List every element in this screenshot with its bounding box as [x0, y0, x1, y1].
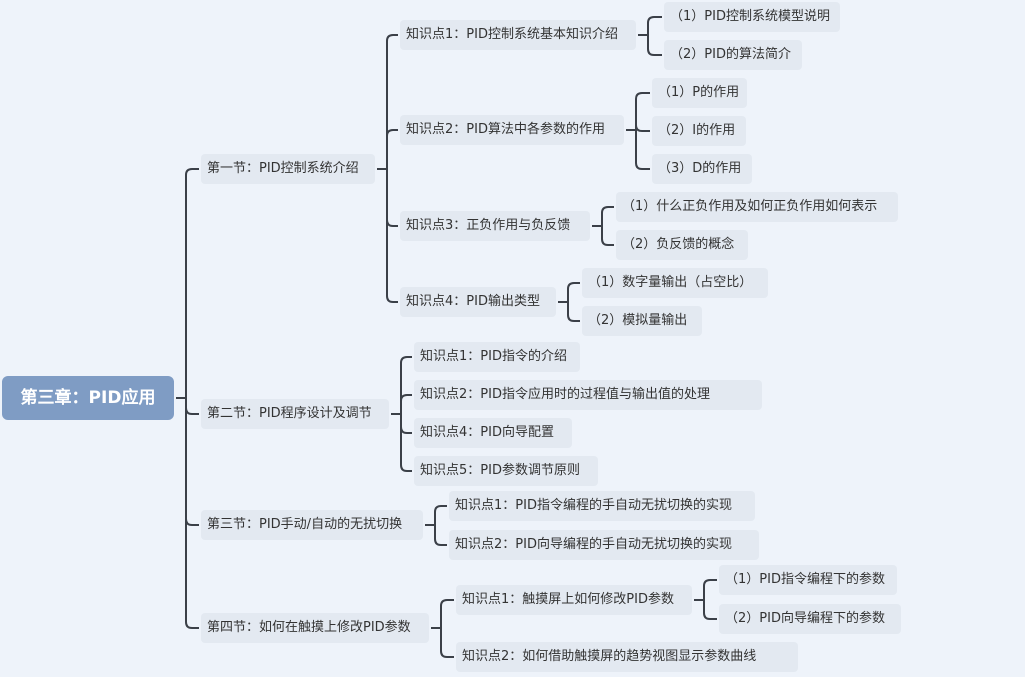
connector [434, 505, 447, 525]
connector [400, 356, 412, 414]
section-2-point-2[interactable]: 知识点2：PID指令应用时的过程值与输出值的处理 [414, 380, 762, 410]
section-1-point-2-sub-1[interactable]: （1）P的作用 [652, 78, 747, 108]
connector [386, 34, 398, 169]
section-1-point-4-sub-2[interactable]: （2）模拟量输出 [582, 306, 702, 336]
section-4[interactable]: 第四节：如何在触摸上修改PID参数 [201, 613, 429, 643]
section-1-point-2-sub-2[interactable]: （2）I的作用 [652, 116, 746, 146]
connector [635, 124, 650, 132]
connector [567, 302, 580, 322]
connector [400, 394, 412, 414]
section-3-point-1[interactable]: 知识点1：PID指令编程的手自动无扰切换的实现 [449, 491, 755, 521]
section-4-point-1-sub-2[interactable]: （2）PID向导编程下的参数 [719, 604, 901, 634]
connector [185, 168, 199, 398]
section-1-point-3[interactable]: 知识点3：正负作用与负反馈 [400, 211, 590, 241]
connector [386, 129, 398, 169]
connector [635, 92, 650, 130]
section-3[interactable]: 第三节：PID手动/自动的无扰切换 [201, 510, 423, 540]
section-1-point-3-sub-1[interactable]: （1）什么正负作用及如何正负作用如何表示 [616, 192, 898, 222]
section-1-point-1-sub-1[interactable]: （1）PID控制系统模型说明 [664, 2, 840, 32]
section-2-point-4[interactable]: 知识点5：PID参数调节原则 [414, 456, 598, 486]
connector [647, 16, 662, 35]
connector [647, 35, 662, 56]
connector [185, 398, 199, 526]
section-3-point-2[interactable]: 知识点2：PID向导编程的手自动无扰切换的实现 [449, 530, 759, 560]
connector [434, 525, 447, 546]
section-1-point-4-sub-1[interactable]: （1）数字量输出（占空比） [582, 268, 768, 298]
section-4-point-1[interactable]: 知识点1：触摸屏上如何修改PID参数 [456, 585, 692, 615]
connector [185, 398, 199, 415]
connector [440, 628, 454, 658]
section-2-point-1[interactable]: 知识点1：PID指令的介绍 [414, 342, 580, 372]
section-1[interactable]: 第一节：PID控制系统介绍 [201, 154, 375, 184]
connector [635, 130, 650, 170]
connector [400, 414, 412, 434]
connector [703, 579, 717, 600]
connector [703, 600, 717, 620]
section-1-point-2[interactable]: 知识点2：PID算法中各参数的作用 [400, 115, 624, 145]
connector [601, 206, 614, 226]
section-2[interactable]: 第二节：PID程序设计及调节 [201, 399, 389, 429]
connector [185, 398, 199, 629]
connector [601, 226, 614, 246]
section-4-point-1-sub-1[interactable]: （1）PID指令编程下的参数 [719, 565, 897, 595]
section-1-point-3-sub-2[interactable]: （2）负反馈的概念 [616, 230, 748, 260]
section-4-point-2[interactable]: 知识点2：如何借助触摸屏的趋势视图显示参数曲线 [456, 642, 798, 672]
section-1-point-2-sub-3[interactable]: （3）D的作用 [652, 154, 752, 184]
connector [386, 169, 398, 303]
section-1-point-1[interactable]: 知识点1：PID控制系统基本知识介绍 [400, 20, 636, 50]
root-topic[interactable]: 第三章：PID应用 [2, 376, 174, 420]
section-1-point-4[interactable]: 知识点4：PID输出类型 [400, 287, 556, 317]
connector [386, 169, 398, 227]
section-2-point-3[interactable]: 知识点4：PID向导配置 [414, 418, 572, 448]
connector [440, 599, 454, 628]
connector [567, 282, 580, 302]
connector [400, 414, 412, 472]
section-1-point-1-sub-2[interactable]: （2）PID的算法简介 [664, 40, 802, 70]
